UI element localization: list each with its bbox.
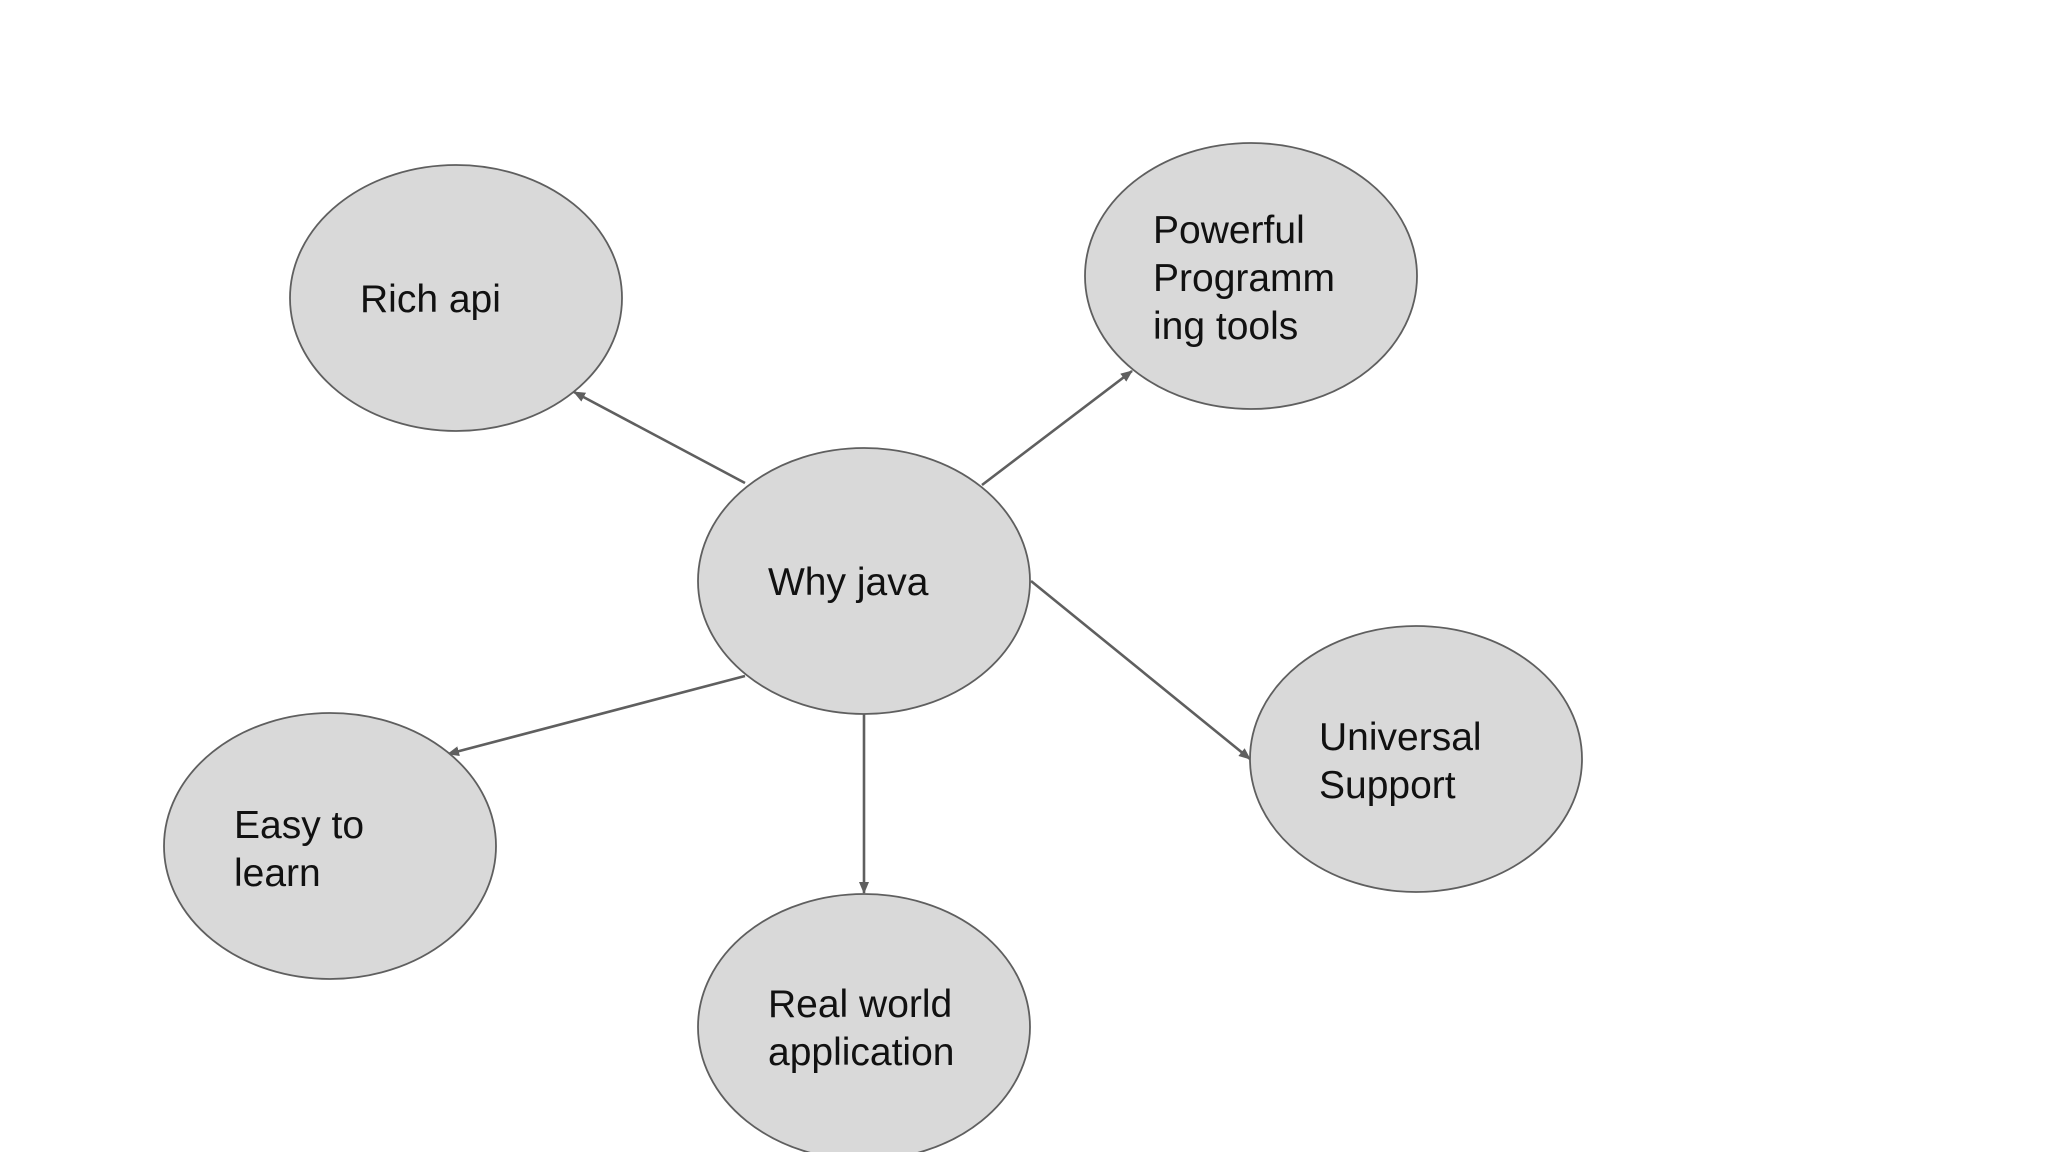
node-label-powerful-programming-tools-line-1: Powerful [1153,209,1305,252]
node-rich-api: Rich api [289,164,623,432]
node-label-powerful-programming-tools-line-2: Programm [1153,257,1335,300]
node-label-easy-to-learn-line-1: Easy to [234,804,364,847]
node-ellipse-real-world-application [697,893,1031,1152]
node-ellipse-easy-to-learn [163,712,497,980]
arrow-why-java-to-powerful-programming-tools [981,369,1133,487]
node-label-universal-support-line-2: Support [1319,764,1456,807]
node-easy-to-learn: Easy to learn [163,712,497,980]
node-ellipse-rich-api [289,164,623,432]
arrow-why-java-to-rich-api [573,390,746,485]
node-ellipse-why-java [697,447,1031,715]
node-label-real-world-application-line-1: Real world [768,983,952,1026]
node-ellipse-powerful-programming-tools [1084,142,1418,410]
edges [447,369,1251,894]
node-ellipse-universal-support [1249,625,1583,893]
node-label-powerful-programming-tools-line-3: ing tools [1153,305,1298,348]
node-label-easy-to-learn-line-2: learn [234,852,321,895]
arrow-why-java-to-universal-support [1030,579,1251,761]
node-label-why-java-line-1: Why java [768,561,929,604]
arrow-why-java-to-easy-to-learn [447,674,746,757]
node-label-rich-api-line-1: Rich api [360,278,501,321]
node-label-real-world-application-line-2: application [768,1031,954,1074]
node-label-universal-support-line-1: Universal [1319,716,1482,759]
node-real-world-application: Real world application [697,893,1031,1152]
node-why-java: Why java [697,447,1031,715]
